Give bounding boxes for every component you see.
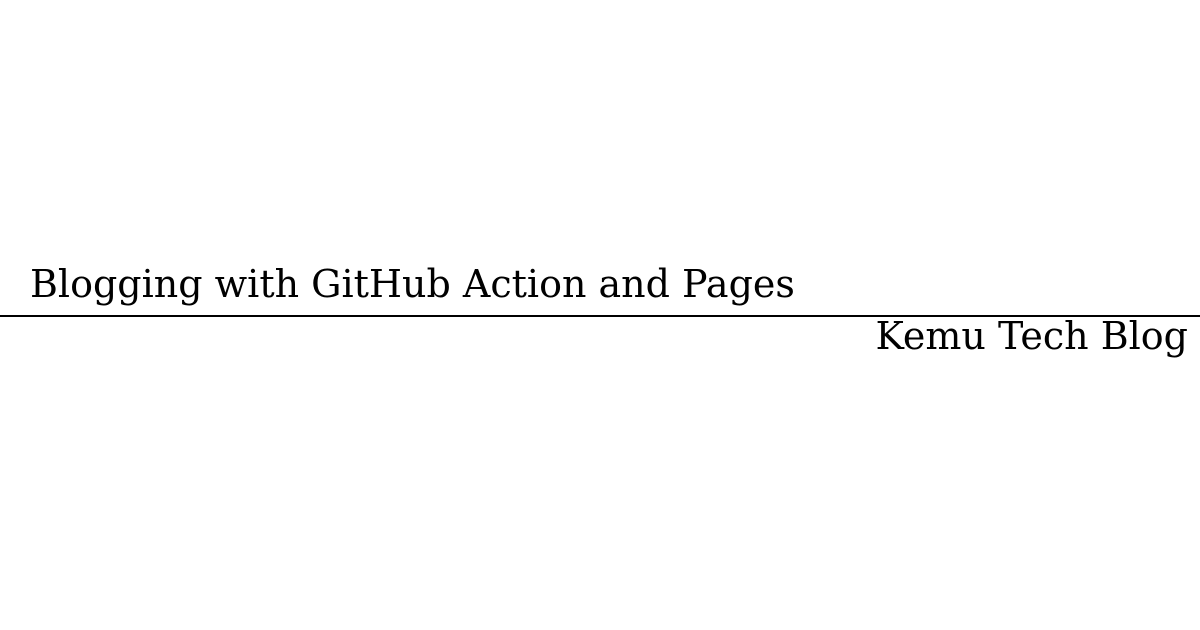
title-divider (0, 315, 1200, 317)
blog-site-name: Kemu Tech Blog (875, 314, 1188, 358)
post-title: Blogging with GitHub Action and Pages (30, 262, 795, 306)
